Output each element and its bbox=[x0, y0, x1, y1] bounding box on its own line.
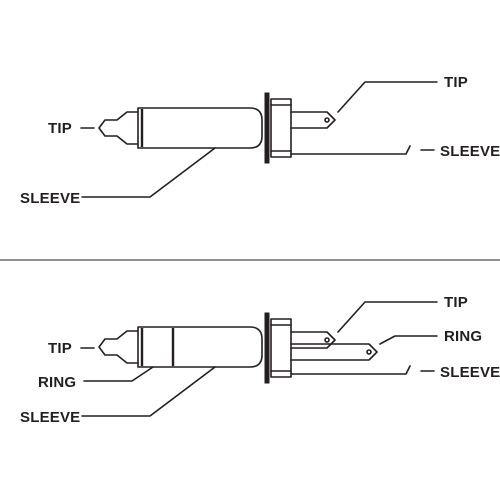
mono-jack-threaded-bushing bbox=[270, 98, 292, 158]
mono-jack-tip-lug-hole bbox=[324, 117, 330, 123]
mono-jack-sleeve-callout: SLEEVE bbox=[420, 143, 500, 160]
mono-jack bbox=[264, 92, 411, 164]
stereo-jack-tip-lug-hole bbox=[324, 337, 330, 343]
stereo-jack-ring-leader bbox=[379, 335, 438, 345]
stereo-jack-tip-leader bbox=[337, 301, 438, 333]
stereo-plug bbox=[98, 326, 263, 368]
stereo-jack-ring-lug-hole bbox=[366, 349, 372, 355]
mono-jack-tip-label: TIP bbox=[444, 74, 468, 91]
stereo-plug-ring-leader bbox=[83, 366, 154, 382]
stereo-jack-sleeve-label: SLEEVE bbox=[440, 364, 500, 381]
stereo-jack-sleeve-callout: SLEEVE bbox=[420, 364, 500, 381]
mono-jack-sleeve-label: SLEEVE bbox=[440, 143, 500, 160]
mono-plug bbox=[98, 107, 263, 149]
stereo-plug-tip bbox=[98, 330, 139, 364]
mono-plug-body bbox=[137, 107, 263, 149]
stereo-plug-sleeve-leader bbox=[81, 366, 216, 417]
stereo-jack-threaded-bushing bbox=[270, 318, 292, 378]
stereo-jack-ring-lug bbox=[290, 343, 378, 361]
stereo-section: TIP RING SLEEVE TIP RING SLEEVE bbox=[20, 294, 500, 426]
mono-plug-tip-label: TIP bbox=[48, 120, 72, 137]
stereo-plug-ring-label: RING bbox=[38, 374, 76, 391]
mono-plug-sleeve-label: SLEEVE bbox=[20, 190, 80, 207]
stereo-plug-tip-label: TIP bbox=[48, 340, 72, 357]
stereo-jack-tip-lug bbox=[290, 331, 336, 349]
stereo-jack-ring-label: RING bbox=[444, 328, 482, 345]
stereo-plug-tip-callout: TIP bbox=[48, 340, 95, 357]
mono-jack-tip-callout: TIP bbox=[337, 74, 468, 113]
stereo-plug-ring-callout: RING bbox=[38, 366, 154, 391]
mono-plug-tip bbox=[98, 111, 139, 145]
stereo-jack-sleeve-lug bbox=[290, 365, 411, 375]
mono-plug-sleeve-leader bbox=[81, 147, 216, 198]
stereo-jack bbox=[264, 312, 411, 384]
stereo-jack-tip-callout: TIP bbox=[337, 294, 468, 333]
mono-jack-tip-lug bbox=[290, 111, 336, 129]
mono-plug-sleeve-callout: SLEEVE bbox=[20, 147, 216, 207]
stereo-plug-body bbox=[137, 326, 263, 368]
stereo-jack-panel-plate bbox=[264, 312, 270, 384]
mono-jack-sleeve-lug bbox=[290, 145, 411, 155]
mono-jack-panel-plate bbox=[264, 92, 270, 164]
stereo-jack-tip-label: TIP bbox=[444, 294, 468, 311]
mono-plug-tip-callout: TIP bbox=[48, 120, 95, 137]
stereo-plug-sleeve-label: SLEEVE bbox=[20, 409, 80, 426]
mono-jack-tip-leader bbox=[337, 81, 438, 113]
stereo-plug-sleeve-callout: SLEEVE bbox=[20, 366, 216, 426]
mono-section: TIP SLEEVE TIP SLEEVE bbox=[20, 74, 500, 207]
stereo-jack-ring-callout: RING bbox=[379, 328, 482, 345]
